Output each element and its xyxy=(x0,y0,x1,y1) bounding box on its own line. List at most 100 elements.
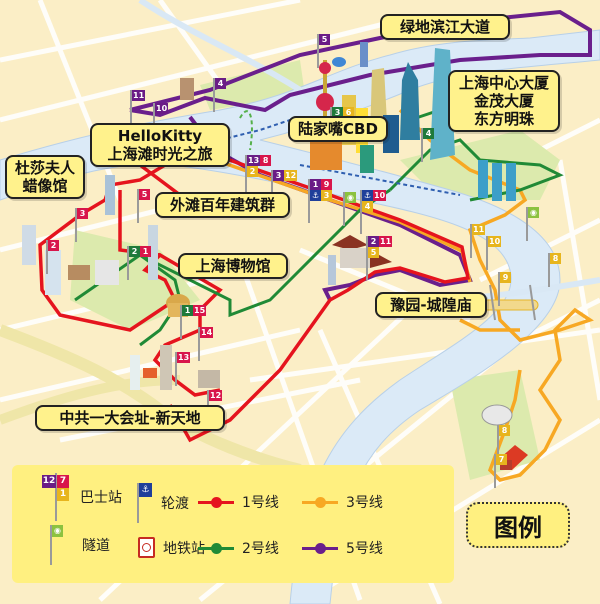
stop-number: 3 xyxy=(273,170,284,181)
legend-panel: 12 7 1 巴士站 ⚓ 轮渡 1号线 3号线 ◉ xyxy=(12,465,454,583)
legend-item-line-3: 3号线 xyxy=(302,492,383,512)
legend-label-metro-station: 地铁站 xyxy=(163,540,205,557)
stop-number: 1 xyxy=(140,246,151,257)
stop-number: ⚓ xyxy=(362,190,373,201)
legend-label-line-5: 5号线 xyxy=(346,541,383,557)
callout-museum[interactable]: 上海博物馆 xyxy=(178,253,288,279)
flag-pole xyxy=(498,272,500,306)
bus-stop-flag-icon: 12 7 1 xyxy=(42,473,72,521)
flag-pole xyxy=(130,90,132,124)
stop-number: 14 xyxy=(200,327,214,338)
stop-number: 10 xyxy=(373,190,387,201)
legend-item-ferry: ⚓ 轮渡 xyxy=(137,483,189,523)
flag-pole xyxy=(360,190,362,234)
stop-number: 1 xyxy=(182,305,193,316)
stop-number: 2 xyxy=(48,240,59,251)
callout-text: 东方明珠 xyxy=(473,110,534,128)
stop-number: 10 xyxy=(488,236,502,247)
flag-pole xyxy=(486,236,488,270)
stop-number: 1 xyxy=(310,179,321,190)
callout-bund[interactable]: 外滩百年建筑群 xyxy=(155,192,290,218)
stop-number: 9 xyxy=(321,179,332,190)
callout-text: 豫园-城隍庙 xyxy=(390,296,472,314)
ferry-anchor-icon: ⚓ xyxy=(137,483,153,523)
flag-pole xyxy=(494,454,496,488)
stop-number: 6 xyxy=(343,107,354,118)
legend-item-metro-station: 地铁站 xyxy=(138,537,205,558)
stop-number: 11 xyxy=(472,224,486,235)
flag-pole xyxy=(245,155,247,199)
legend-item-tunnel: ◉ 隧道 xyxy=(50,525,110,565)
callout-madame-tussauds[interactable]: 杜莎夫人蜡像馆 xyxy=(5,155,85,199)
flag-pole xyxy=(271,170,273,204)
stop-number: 11 xyxy=(379,236,393,247)
flag-pole xyxy=(175,352,177,386)
callout-text: 陆家嘴CBD xyxy=(298,120,378,138)
stop-number: 2 xyxy=(247,166,258,177)
stop-number: 9 xyxy=(500,272,511,283)
legend-label-line-2: 2号线 xyxy=(242,541,279,557)
legend-item-line-1: 1号线 xyxy=(198,492,279,512)
flag-pole xyxy=(213,78,215,112)
legend-item-line-2: 2号线 xyxy=(198,538,279,558)
callout-text: 上海中心大厦 xyxy=(458,74,549,92)
flag-pole xyxy=(317,34,319,68)
callout-text: 上海博物馆 xyxy=(195,257,271,275)
flag-pole xyxy=(343,192,345,226)
ferry-route xyxy=(219,119,461,196)
stop-number: 5 xyxy=(319,34,330,45)
stop-number: 7 xyxy=(496,454,507,465)
flag-pole xyxy=(137,189,139,223)
callout-text: 上海滩时光之旅 xyxy=(107,145,213,163)
legend-item-bus-stop: 12 7 1 巴士站 xyxy=(42,473,122,521)
stop-number: 12 xyxy=(284,170,298,181)
callout-text: 外滩百年建筑群 xyxy=(169,196,275,214)
stop-number: 3 xyxy=(77,208,88,219)
flag-pole xyxy=(308,179,310,223)
stop-number: 13 xyxy=(247,155,261,166)
callout-yuyuan[interactable]: 豫园-城隍庙 xyxy=(375,292,487,318)
flag-pole xyxy=(46,240,48,274)
callout-greenland-bund[interactable]: 绿地滨江大道 xyxy=(380,14,510,40)
stop-number: 4 xyxy=(215,78,226,89)
stop-number: 10 xyxy=(155,103,169,114)
line-1-swatch xyxy=(198,496,234,508)
callout-xintiandi[interactable]: 中共一大会址-新天地 xyxy=(35,405,225,431)
legend-label-tunnel: 隧道 xyxy=(82,538,110,554)
callout-lujiazui[interactable]: 陆家嘴CBD xyxy=(288,116,388,142)
stop-number: 15 xyxy=(193,305,207,316)
flag-pole xyxy=(127,246,129,280)
callout-text: 金茂大厦 xyxy=(473,92,534,110)
stop-number: 5 xyxy=(368,247,379,258)
stop-number: ◉ xyxy=(345,192,356,203)
legend-label-line-1: 1号线 xyxy=(242,495,279,511)
metro-station-icon xyxy=(138,537,155,558)
stop-number: 2 xyxy=(129,246,140,257)
flag-pole xyxy=(548,253,550,287)
flag-pole xyxy=(153,103,155,137)
stop-number: 8 xyxy=(550,253,561,264)
line-5-swatch xyxy=(302,542,338,554)
stop-number: 4 xyxy=(423,128,434,139)
callout-text: HelloKitty xyxy=(117,127,203,145)
stop-number: ◉ xyxy=(528,207,539,218)
flag-pole xyxy=(497,425,499,459)
callout-text: 杜莎夫人 xyxy=(14,159,75,177)
line-2-swatch xyxy=(198,542,234,554)
flag-pole xyxy=(421,128,423,162)
flag-pole xyxy=(470,224,472,258)
callout-towers[interactable]: 上海中心大厦金茂大厦东方明珠 xyxy=(448,70,560,132)
flag-pole xyxy=(198,327,200,361)
stop-number: 3 xyxy=(321,190,332,201)
flag-pole xyxy=(180,305,182,339)
callout-text: 中共一大会址-新天地 xyxy=(59,409,201,427)
stop-number: 5 xyxy=(139,189,150,200)
line-3-swatch xyxy=(302,496,338,508)
stop-number: 4 xyxy=(362,201,373,212)
stop-number: ⚓ xyxy=(310,190,321,201)
stop-number: 8 xyxy=(260,155,272,166)
landmark-buildings xyxy=(22,42,539,470)
legend-label-bus-stop: 巴士站 xyxy=(80,490,122,506)
